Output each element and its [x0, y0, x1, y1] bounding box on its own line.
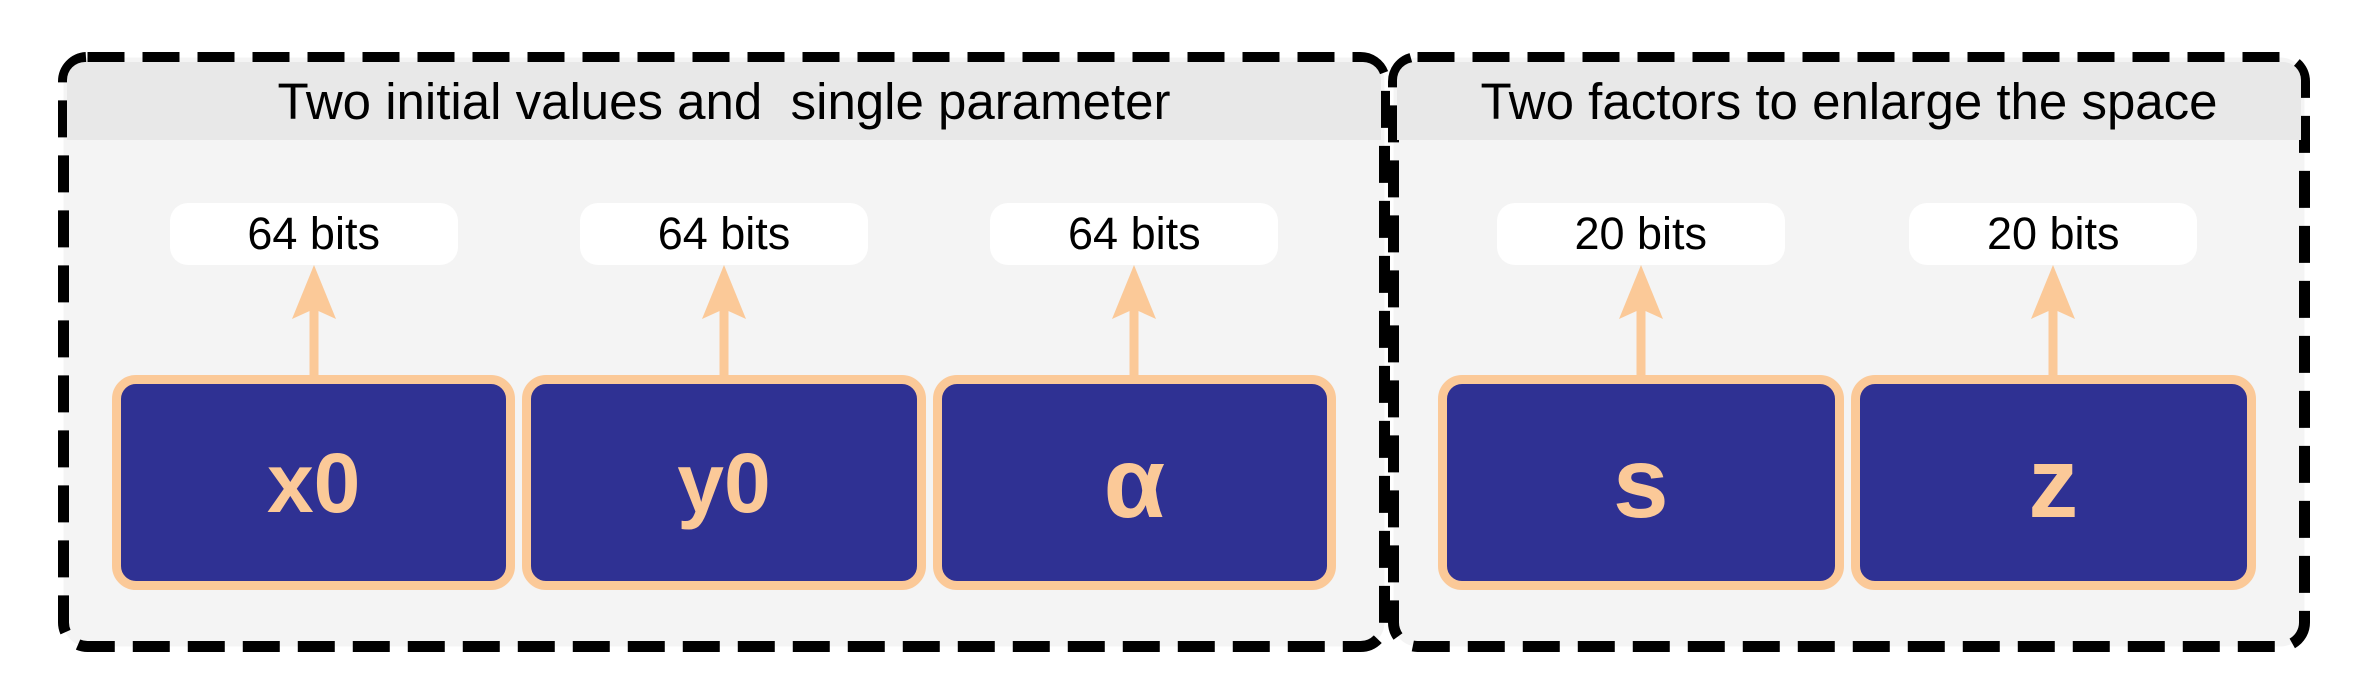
arrow-up-icon [701, 265, 746, 375]
value-box-label: y0 [677, 435, 771, 530]
value-box-label: α [1103, 426, 1166, 539]
bits-label: 64 bits [657, 208, 791, 259]
bits-label: 20 bits [1986, 208, 2120, 259]
bits-label: 20 bits [1574, 208, 1708, 259]
field-column-s: 20 bits s [1438, 203, 1844, 590]
arrow-up-icon [1618, 265, 1663, 375]
panel-header: Two factors to enlarge the space [1397, 62, 2301, 140]
field-columns: 20 bits s 20 bits z [1438, 203, 2256, 590]
field-columns: 64 bits x0 64 bits y0 [112, 203, 1336, 590]
value-box-label: x0 [266, 435, 361, 530]
value-box-y0: y0 [522, 375, 926, 590]
arrow-up-icon [291, 265, 336, 375]
value-box-z: z [1850, 375, 2256, 590]
arrow-up-icon [2031, 265, 2076, 375]
field-column-y0: 64 bits y0 [522, 203, 926, 590]
arrow-up-icon [1112, 265, 1157, 375]
value-box-label: s [1612, 426, 1669, 539]
bits-badge: 20 bits [1909, 203, 2198, 265]
field-column-alpha: 64 bits α [932, 203, 1336, 590]
panel-enlarge-factors: Two factors to enlarge the space 20 bits… [1388, 52, 2310, 652]
value-box-alpha: α [932, 375, 1336, 590]
field-column-x0: 64 bits x0 [112, 203, 516, 590]
value-box-label: z [2028, 426, 2079, 539]
bits-badge: 64 bits [169, 203, 458, 265]
bits-label: 64 bits [1068, 208, 1201, 259]
bits-badge: 64 bits [579, 203, 868, 265]
value-box-s: s [1438, 375, 1844, 590]
panel-title: Two initial values and single parameter [277, 72, 1171, 130]
panel-title: Two factors to enlarge the space [1480, 72, 2218, 130]
bits-badge: 20 bits [1496, 203, 1785, 265]
bits-label: 64 bits [247, 208, 380, 259]
field-column-z: 20 bits z [1850, 203, 2256, 590]
value-box-x0: x0 [112, 375, 516, 590]
panel-initial-values: Two initial values and single parameter … [58, 52, 1390, 652]
bits-badge: 64 bits [990, 203, 1279, 265]
panel-header: Two initial values and single parameter [67, 62, 1381, 140]
